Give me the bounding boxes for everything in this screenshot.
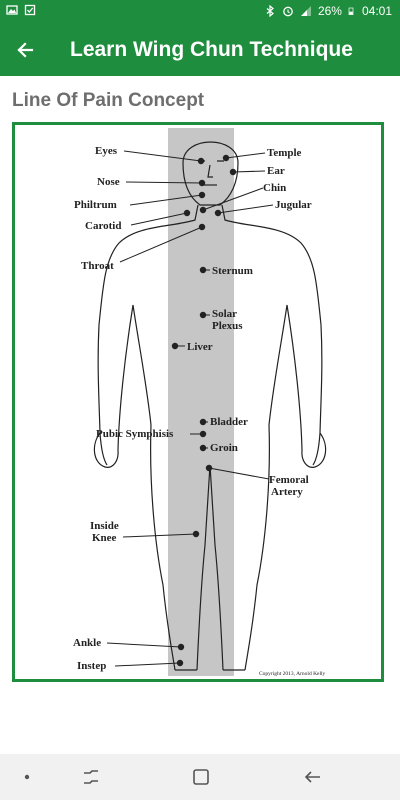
label-ear: Ear	[267, 165, 285, 177]
battery-percent: 26%	[317, 4, 342, 18]
alarm-icon	[283, 6, 293, 17]
label-groin: Groin	[210, 442, 238, 454]
task-notification-icon	[24, 4, 36, 16]
label-jugular: Jugular	[275, 199, 312, 211]
label-carotid: Carotid	[85, 220, 121, 232]
back-arrow-icon	[17, 42, 34, 58]
navigation-bar	[0, 754, 400, 800]
label-ankle: Ankle	[73, 637, 101, 649]
point-inside-knee	[192, 530, 200, 538]
clock: 04:01	[361, 4, 392, 18]
label-bladder: Bladder	[210, 416, 248, 428]
label-instep: Instep	[77, 660, 106, 672]
label-eyes: Eyes	[95, 145, 118, 157]
back-nav-icon[interactable]	[300, 764, 326, 790]
figure-labels: Eyes Temple Ear Nose Chin Philtrum Jugul…	[73, 145, 326, 677]
line-of-pain-figure: Eyes Temple Ear Nose Chin Philtrum Jugul…	[12, 122, 384, 682]
app-bar: Learn Wing Chun Technique	[0, 24, 400, 76]
back-button[interactable]	[10, 36, 40, 64]
line-of-pain-band	[168, 128, 234, 676]
label-inside: Inside	[90, 520, 119, 532]
pressure-points	[171, 154, 237, 667]
label-femoral: Femoral	[269, 474, 309, 486]
label-liver: Liver	[187, 341, 213, 353]
label-nose: Nose	[97, 176, 120, 188]
label-sternum: Sternum	[212, 265, 253, 277]
point-jugular	[214, 209, 222, 217]
point-chin	[199, 206, 207, 214]
copyright-text: Copyright 2013, Arnold Kelly	[259, 671, 326, 677]
signal-icon	[300, 6, 311, 16]
label-chin: Chin	[263, 182, 286, 194]
label-philtrum: Philtrum	[74, 199, 117, 211]
status-bar: 26% 04:01	[0, 0, 400, 24]
label-knee: Knee	[92, 532, 117, 544]
dot-icon[interactable]	[14, 764, 40, 790]
label-pubic-symphisis: Pubic Symphisis	[96, 428, 174, 440]
battery-icon	[348, 7, 354, 15]
gallery-notification-icon	[6, 5, 18, 15]
recents-icon[interactable]	[78, 764, 104, 790]
label-solar: Solar	[212, 308, 237, 320]
label-plexus: Plexus	[212, 320, 243, 332]
home-icon[interactable]	[188, 764, 214, 790]
bluetooth-icon	[266, 5, 274, 17]
label-throat: Throat	[81, 260, 114, 272]
label-artery: Artery	[271, 486, 303, 498]
body-diagram: Eyes Temple Ear Nose Chin Philtrum Jugul…	[73, 128, 327, 677]
leader-lines	[106, 150, 274, 667]
app-title: Learn Wing Chun Technique	[70, 38, 353, 61]
label-temple: Temple	[267, 147, 302, 159]
section-title: Line Of Pain Concept	[12, 90, 205, 111]
